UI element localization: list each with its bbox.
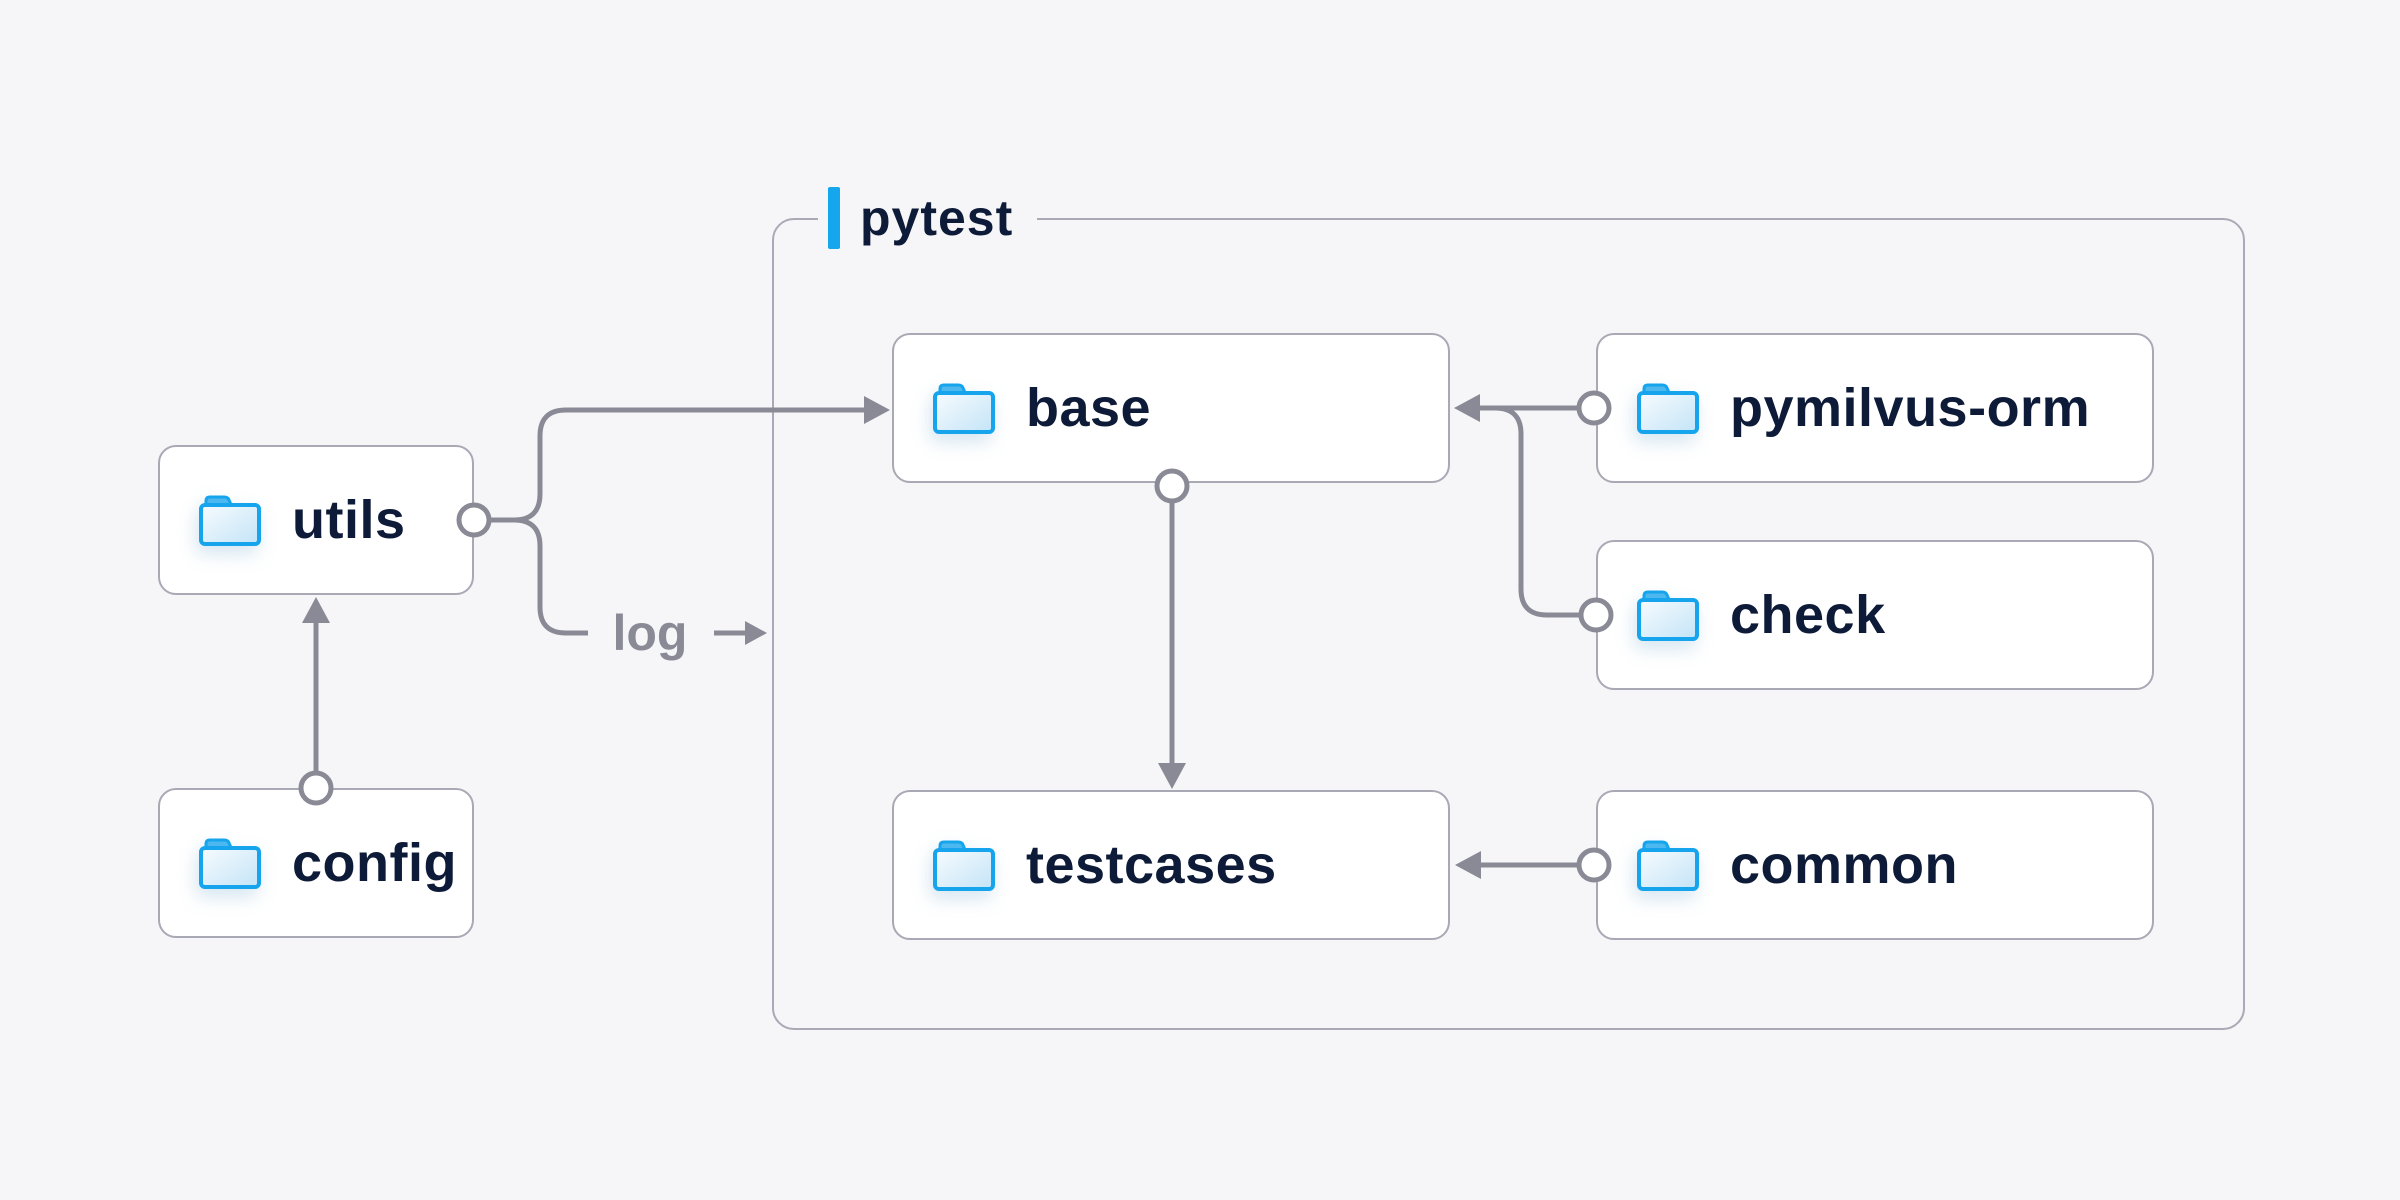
folder-icon — [1636, 839, 1700, 892]
edge-label-log: log — [612, 605, 688, 661]
folder-icon — [932, 839, 996, 892]
node-check: check — [1596, 540, 2154, 690]
group-title: pytest — [860, 190, 1014, 246]
node-label: common — [1730, 835, 1959, 895]
folder-icon — [932, 382, 996, 435]
folder-icon — [1636, 382, 1700, 435]
node-label: pymilvus-orm — [1730, 378, 2091, 438]
node-label: utils — [292, 490, 406, 550]
folder-icon — [198, 494, 262, 547]
node-label: base — [1026, 378, 1152, 438]
node-testcases: testcases — [892, 790, 1450, 940]
pytest-group-container — [772, 218, 2245, 1030]
folder-icon — [1636, 589, 1700, 642]
node-utils: utils — [158, 445, 474, 595]
pytest-group-label: pytest — [818, 186, 1038, 250]
node-config: config — [158, 788, 474, 938]
node-base: base — [892, 333, 1450, 483]
node-label: config — [292, 833, 457, 893]
node-common: common — [1596, 790, 2154, 940]
node-pymilvus-orm: pymilvus-orm — [1596, 333, 2154, 483]
node-label: testcases — [1026, 835, 1277, 895]
folder-icon — [198, 837, 262, 890]
accent-bar-icon — [828, 187, 840, 249]
edge-config-to-utils — [298, 597, 334, 806]
node-label: check — [1730, 585, 1886, 645]
